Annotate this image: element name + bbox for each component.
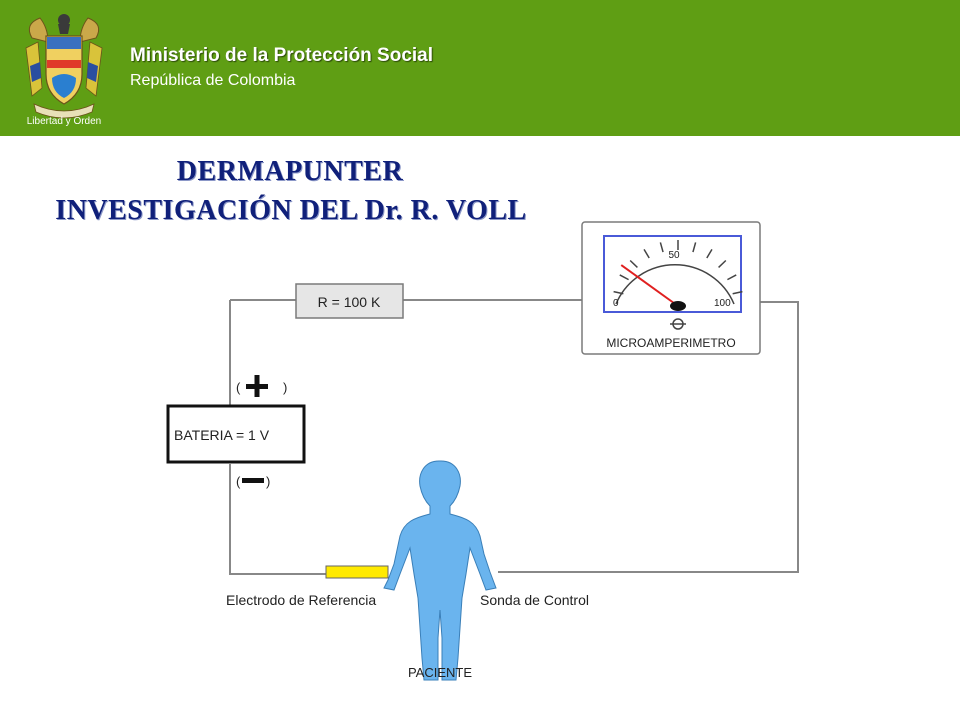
patient-figure: Electrodo de Referencia Sonda de Control… (226, 460, 589, 681)
meter-tick (659, 242, 664, 253)
reference-electrode (325, 565, 389, 579)
meter-tick (706, 249, 713, 259)
meter-tick (727, 274, 737, 281)
svg-text:(: ( (236, 474, 241, 489)
meter-scale-min: 0 (613, 298, 619, 309)
electrode-reference-label: Electrodo de Referencia (226, 592, 376, 608)
meter-tick (643, 249, 650, 259)
control-probe-label: Sonda de Control (480, 592, 589, 608)
plus-terminal: ( ) (236, 375, 287, 397)
meter-tick (629, 259, 638, 268)
battery: BATERIA = 1 V (166, 404, 306, 464)
resistor: R = 100 K (295, 283, 404, 319)
meter-scale-mid: 50 (668, 250, 680, 261)
motto-text: Libertad y Orden (27, 116, 102, 127)
country-name: República de Colombia (130, 72, 296, 89)
meter-tick (692, 242, 697, 253)
resistor-label: R = 100 K (318, 294, 381, 310)
battery-label: BATERIA = 1 V (174, 427, 270, 443)
meter-ticks (613, 240, 743, 295)
ministry-name: Ministerio de la Protección Social (130, 45, 434, 66)
slide-title-line2: INVESTIGACIÓN DEL Dr. R. VOLL (55, 195, 527, 226)
coat-of-arms-icon: Libertad y Orden (25, 14, 103, 127)
plus-icon (254, 375, 260, 397)
meter-tick (613, 290, 624, 295)
microamperimeter: 0 50 100 MICROAMPERIMETRO (581, 221, 761, 355)
meter-pivot (670, 301, 686, 311)
header-banner: Libertad y Orden Ministerio de la Protec… (0, 0, 960, 136)
human-body-icon (383, 460, 497, 681)
svg-text:): ) (283, 380, 287, 395)
meter-scale-max: 100 (714, 298, 731, 309)
svg-text:(: ( (236, 380, 241, 395)
meter-tick (619, 274, 629, 281)
slide-title-line1: DERMAPUNTER (176, 156, 404, 187)
meter-needle (620, 264, 679, 307)
circuit-diagram: R = 100 K BATERIA = 1 V ( ) ( ) 0 50 100… (166, 221, 799, 681)
minus-terminal: ( ) (236, 474, 270, 489)
meter-label: MICROAMPERIMETRO (606, 336, 735, 350)
svg-text:): ) (266, 474, 270, 489)
minus-icon (242, 478, 264, 483)
patient-label: PACIENTE (408, 665, 472, 680)
meter-tick (718, 259, 727, 268)
meter-tick (732, 290, 743, 295)
circuit-wires (229, 299, 799, 575)
